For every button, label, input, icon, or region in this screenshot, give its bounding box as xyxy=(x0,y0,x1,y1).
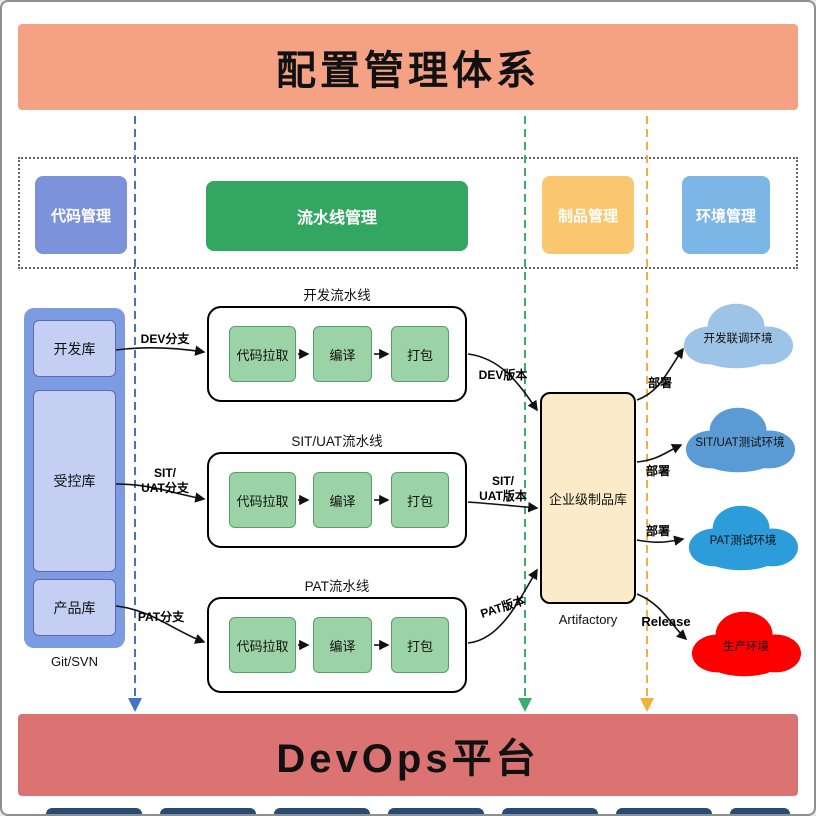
cutoff-shape xyxy=(502,808,598,814)
cloud-icon xyxy=(683,303,794,369)
pipeline-step: 代码拉取 xyxy=(229,472,296,528)
label-situat-version: SIT/ UAT版本 xyxy=(479,474,527,503)
pipeline-step: 编译 xyxy=(313,326,372,382)
repo-dev: 开发库 xyxy=(33,320,116,377)
cutoff-shape xyxy=(616,808,712,814)
category-environment-management: 环境管理 xyxy=(682,176,770,254)
pipeline-step: 打包 xyxy=(391,617,449,673)
label-situat-branch: SIT/ UAT分支 xyxy=(141,466,189,495)
category-label: 制品管理 xyxy=(557,207,618,225)
repo-controlled: 受控库 xyxy=(33,390,116,572)
repo-label: 开发库 xyxy=(53,340,96,357)
repo-group-caption: Git/SVN xyxy=(51,654,98,669)
cloud-icon xyxy=(691,611,802,677)
lane-arrowhead-pipeline xyxy=(518,698,532,712)
environment-label: 生产环境 xyxy=(723,641,769,653)
pipeline-step: 打包 xyxy=(391,326,449,382)
pipeline-title-dev: 开发流水线 xyxy=(303,288,371,303)
environment-label: SIT/UAT测试环境 xyxy=(695,437,785,449)
category-label: 环境管理 xyxy=(695,207,756,225)
category-label: 代码管理 xyxy=(50,207,111,225)
cutoff-shape xyxy=(274,808,370,814)
cloud-icon xyxy=(685,407,796,473)
environment-cloud-dev: 开发联调环境 xyxy=(674,298,802,372)
environment-cloud-pat: PAT测试环境 xyxy=(679,500,807,574)
pipeline-title-situat: SIT/UAT流水线 xyxy=(291,434,383,449)
environment-label: PAT测试环境 xyxy=(709,535,777,547)
artifact-repo-caption: Artifactory xyxy=(558,612,618,627)
pipeline-step: 代码拉取 xyxy=(229,617,296,673)
label-pat-version: PAT版本 xyxy=(478,593,527,621)
environment-cloud-situat: SIT/UAT测试环境 xyxy=(676,402,804,476)
cutoff-shape xyxy=(46,808,142,814)
label-dev-branch: DEV分支 xyxy=(140,332,190,346)
label-dev-version: DEV版本 xyxy=(478,368,528,382)
lane-arrowhead-code xyxy=(128,698,142,712)
repo-label: 产品库 xyxy=(53,599,96,616)
category-pipeline-management: 流水线管理 xyxy=(206,181,468,251)
footer-title: DevOps平台 xyxy=(276,737,540,781)
category-artifact-management: 制品管理 xyxy=(542,176,634,254)
cutoff-shape xyxy=(160,808,256,814)
lane-arrowhead-artifact xyxy=(640,698,654,712)
environment-cloud-production: 生产环境 xyxy=(682,606,810,680)
pipeline-step: 代码拉取 xyxy=(229,326,296,382)
arrow-deploy-situat xyxy=(636,444,683,463)
arrow-dev-branch xyxy=(115,345,206,356)
environment-label: 开发联调环境 xyxy=(703,333,773,345)
cutoff-shape xyxy=(388,808,484,814)
header-banner: 配置管理体系 xyxy=(18,24,798,110)
pipeline-step: 编译 xyxy=(313,472,372,528)
footer-banner: DevOps平台 xyxy=(18,714,798,796)
arrow-deploy-pat xyxy=(636,535,685,546)
repo-product: 产品库 xyxy=(33,579,116,636)
label-deploy-pat: 部署 xyxy=(645,524,670,538)
page-title: 配置管理体系 xyxy=(276,49,540,93)
artifact-repo-label: 企业级制品库 xyxy=(548,491,627,507)
category-code-management: 代码管理 xyxy=(35,176,127,254)
category-label: 流水线管理 xyxy=(296,210,377,227)
label-release: Release xyxy=(641,614,691,629)
label-deploy-dev: 部署 xyxy=(647,376,672,390)
pipeline-step: 编译 xyxy=(313,617,372,673)
label-pat-branch: PAT分支 xyxy=(137,610,185,624)
pipeline-title-pat: PAT流水线 xyxy=(304,579,370,594)
cutoff-shape xyxy=(730,808,790,814)
pipeline-step: 打包 xyxy=(391,472,449,528)
enterprise-artifact-repo: 企业级制品库 xyxy=(540,392,636,604)
cloud-icon xyxy=(688,505,799,571)
legend-region xyxy=(18,157,798,269)
repo-label: 受控库 xyxy=(53,473,96,489)
label-deploy-situat: 部署 xyxy=(645,464,670,478)
